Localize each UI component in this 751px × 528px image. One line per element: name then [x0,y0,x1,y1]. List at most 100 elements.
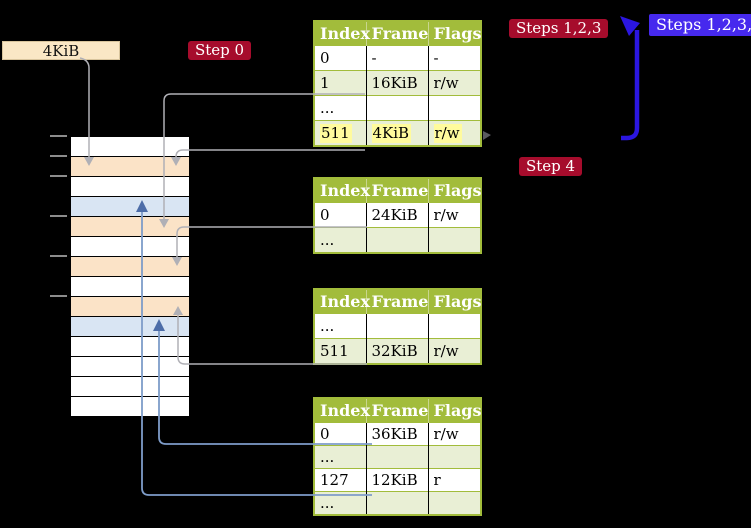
table-row: ... [314,227,481,253]
tick-mark [50,175,67,177]
page-table-second: Index Frame Flags 0 24KiB r/w ... [313,177,482,254]
cell-flags [427,491,481,515]
cell-flags: r/w [427,120,481,146]
cell-frame: 36KiB [365,422,428,446]
cell-index: ... [314,491,366,515]
memory-row-2 [71,157,189,177]
table-row: ... [314,313,481,339]
cell-index: 1 [314,70,366,96]
cell-frame: 4KiB [365,120,428,146]
col-header-flags: Flags [427,398,482,423]
table-row: ... [314,491,481,515]
cell-frame: 32KiB [365,338,428,364]
page-table-bottom: Index Frame Flags 0 36KiB r/w ... 127 12… [313,397,482,516]
col-header-flags: Flags [427,178,482,203]
memory-row-6 [71,237,189,257]
cell-frame: 16KiB [365,70,428,96]
col-header-flags: Flags [427,21,482,46]
cell-flags: r/w [427,422,481,446]
cell-frame [365,227,428,253]
cell-index: 511 [314,120,366,146]
page-table-top: Index Frame Flags 0 - - 1 16KiB r/w ... … [313,20,482,147]
memory-row-13 [71,377,189,397]
col-header-index: Index [314,21,370,46]
cell-frame: 24KiB [365,202,428,228]
memory-row-12 [71,357,189,377]
steps1234-label: Steps 1,2,3,4 [649,14,751,36]
cell-index: 0 [314,45,366,71]
big-step-arrow [620,16,640,141]
tick-mark [50,255,67,257]
cell-index: ... [314,313,366,339]
cell-flags: r/w [427,202,481,228]
cell-frame: - [365,45,428,71]
tick-mark [50,295,67,297]
cell-index: ... [314,445,366,469]
col-header-frame: Frame [365,398,428,423]
cell-frame [365,445,428,469]
highlight: 4KiB [371,124,412,143]
table-row: 1 16KiB r/w [314,70,481,96]
highlight: r/w [433,124,462,143]
col-header-flags: Flags [427,289,482,314]
cell-index: 511 [314,338,366,364]
tick-mark [50,215,67,217]
cell-flags: r [427,468,481,492]
memory-row-11 [71,337,189,357]
cell-frame: 12KiB [365,468,428,492]
memory-row-14 [71,397,189,416]
col-header-index: Index [314,289,370,314]
table-row: 0 24KiB r/w [314,202,481,228]
memory-row-3 [71,177,189,197]
table-header-row: Index Frame Flags [314,178,482,203]
table-row: 0 36KiB r/w [314,422,481,446]
cell-index: 0 [314,202,366,228]
cell-flags [427,95,481,121]
cell-index: ... [314,227,366,253]
table-row: ... [314,95,481,121]
col-header-index: Index [314,398,370,423]
table-row: 0 - - [314,45,481,71]
cell-index: ... [314,95,366,121]
col-header-index: Index [314,178,370,203]
big-step-arrow-shaft [621,30,640,141]
table-row: ... [314,445,481,469]
highlight: 511 [320,124,352,143]
table-header-row: Index Frame Flags [314,398,482,423]
arrowhead-upleft-icon [620,16,640,36]
table-row: 511 32KiB r/w [314,338,481,364]
memory-row-8 [71,277,189,297]
tick-mark [50,155,67,157]
cell-flags: r/w [427,338,481,364]
memory-row-7 [71,257,189,277]
memory-row-9 [71,297,189,317]
cell-index: 0 [314,422,366,446]
page-table-third: Index Frame Flags ... 511 32KiB r/w [313,288,482,365]
physical-memory-column [70,136,190,417]
col-header-frame: Frame [365,178,428,203]
cell-index: 127 [314,468,366,492]
cell-flags [427,445,481,469]
cell-flags: - [427,45,481,71]
table-header-row: Index Frame Flags [314,21,482,46]
memory-row-4 [71,197,189,217]
arrowhead-right-icon [483,131,491,140]
cell-frame [365,95,428,121]
table-row-highlighted: 511 4KiB r/w [314,120,481,146]
memory-row-5 [71,217,189,237]
col-header-frame: Frame [365,289,428,314]
cell-flags [427,227,481,253]
table-header-row: Index Frame Flags [314,289,482,314]
step0-label: Step 0 [188,41,252,60]
arrow-entry511-to-frame4 [175,149,365,158]
col-header-frame: Frame [365,21,428,46]
cell-frame [365,491,428,515]
table-row: 127 12KiB r [314,468,481,492]
tick-mark [50,135,67,137]
memory-row-1 [71,137,189,157]
step4-label: Step 4 [519,157,583,176]
cell-flags [427,313,481,339]
page-size-label: 4KiB [2,41,120,60]
cell-frame [365,313,428,339]
